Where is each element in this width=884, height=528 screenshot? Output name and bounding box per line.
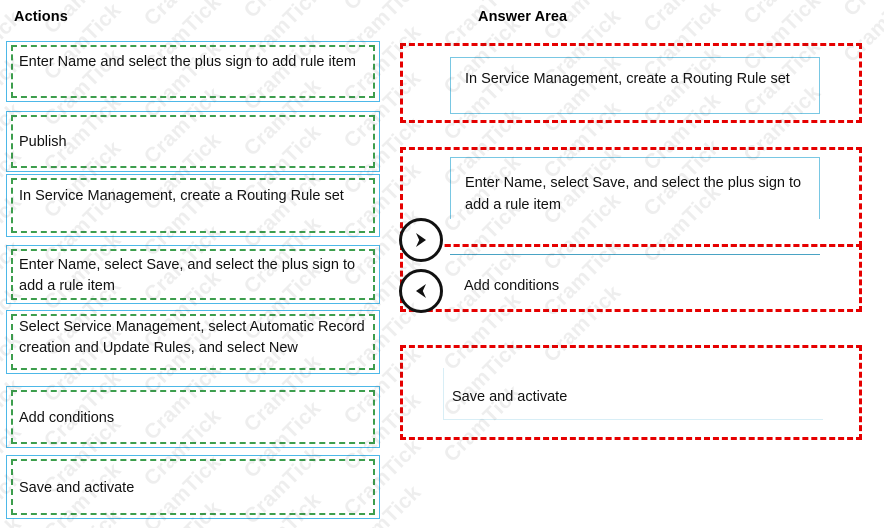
- answer-drop-slot[interactable]: [400, 43, 862, 123]
- action-tile-label: Select Service Management, select Automa…: [19, 319, 365, 356]
- answer-drop-slot[interactable]: [400, 244, 862, 312]
- action-tile-label: Save and activate: [19, 480, 135, 496]
- move-left-button[interactable]: [399, 269, 443, 313]
- answer-card[interactable]: In Service Management, create a Routing …: [450, 57, 820, 114]
- move-right-button[interactable]: [399, 218, 443, 262]
- watermark-text: CramTick CramTick CramTick CramTick Cram…: [0, 0, 884, 17]
- answer-card[interactable]: Add conditions: [450, 254, 820, 302]
- action-tile-label: Enter Name and select the plus sign to a…: [19, 54, 356, 70]
- action-tile-label: Enter Name, select Save, and select the …: [19, 257, 356, 294]
- answer-card[interactable]: Save and activate: [443, 368, 823, 420]
- chevron-left-icon: [411, 281, 431, 301]
- actions-column-heading: Actions: [14, 9, 68, 25]
- answer-card-label: Save and activate: [452, 389, 568, 405]
- action-tile[interactable]: In Service Management, create a Routing …: [6, 174, 380, 237]
- action-tile-label: In Service Management, create a Routing …: [19, 188, 344, 204]
- action-tile[interactable]: Enter Name, select Save, and select the …: [6, 245, 380, 304]
- action-tile-label: Add conditions: [19, 410, 115, 426]
- action-tile[interactable]: Enter Name and select the plus sign to a…: [6, 41, 380, 102]
- answer-card-label: Add conditions: [464, 278, 560, 294]
- answer-area-column-heading: Answer Area: [478, 9, 568, 25]
- answer-card[interactable]: Enter Name, select Save, and select the …: [450, 157, 820, 219]
- answer-card-label: In Service Management, create a Routing …: [465, 71, 790, 87]
- action-tile[interactable]: Add conditions: [6, 386, 380, 448]
- action-tile-label: Publish: [19, 134, 67, 150]
- chevron-right-icon: [411, 230, 431, 250]
- answer-drop-slot[interactable]: [400, 345, 862, 440]
- action-tile[interactable]: Save and activate: [6, 455, 380, 519]
- answer-card-label: Enter Name, select Save, and select the …: [465, 175, 802, 213]
- action-tile[interactable]: Select Service Management, select Automa…: [6, 310, 380, 374]
- action-tile[interactable]: Publish: [6, 111, 380, 172]
